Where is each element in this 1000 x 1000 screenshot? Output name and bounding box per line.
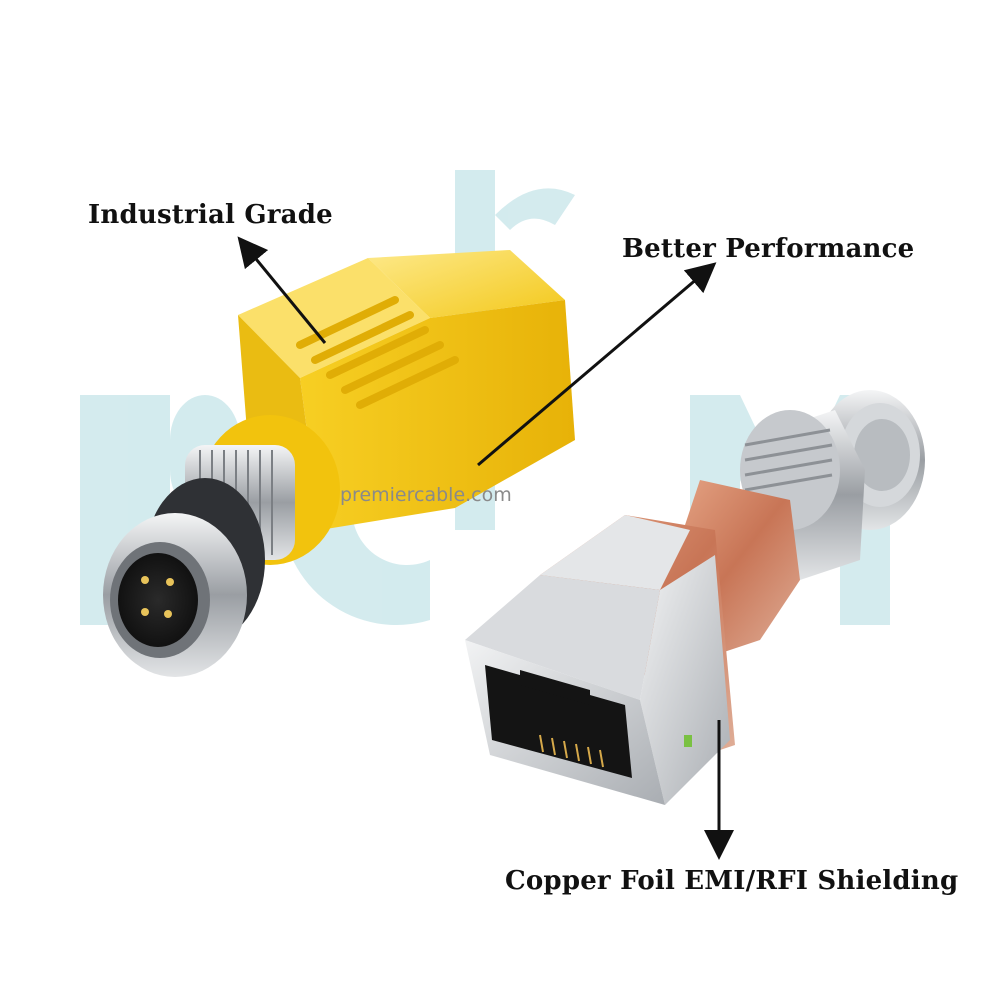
label-industrial-grade: Industrial Grade — [88, 200, 333, 230]
arrow-industrial — [237, 236, 327, 344]
yellow-m12-connector — [103, 250, 575, 677]
label-better-performance: Better Performance — [622, 234, 915, 264]
label-copper-foil-shielding: Copper Foil EMI/RFI Shielding — [505, 866, 959, 896]
shielded-rj45-connector — [465, 390, 925, 805]
watermark-url: premiercable.com — [340, 484, 512, 506]
annotation-arrows — [237, 236, 734, 860]
arrow-performance — [477, 262, 717, 467]
